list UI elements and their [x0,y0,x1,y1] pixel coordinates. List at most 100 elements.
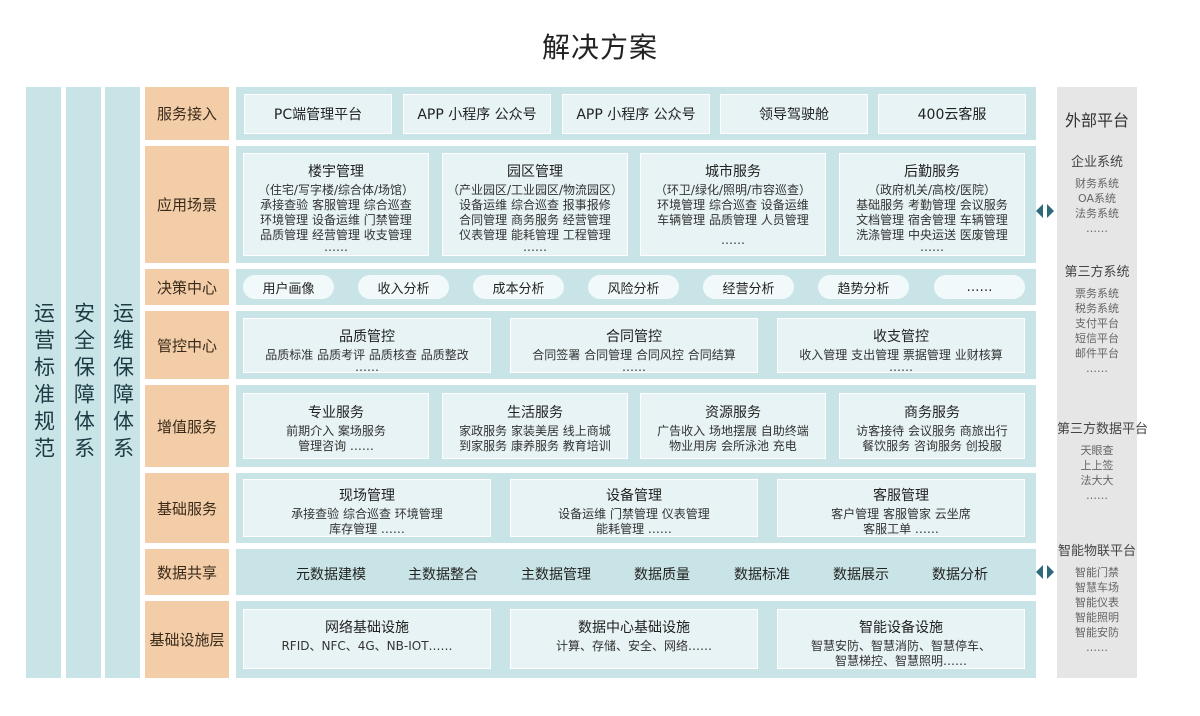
card-line: 智慧梯控、智慧照明…… [834,654,967,668]
card-line: 品质标准 品质考评 品质核查 品质整改 [265,348,469,362]
external-item: 天眼查 [1080,444,1114,457]
double-arrow-icon [1036,204,1054,218]
card-line: 管理咨询 …… [298,439,374,453]
external-group: 企业系统 财务系统 OA系统 法务系统 …… [1057,151,1137,236]
double-arrow-icon [1036,565,1054,579]
card-line: 访客接待 会议服务 商旅出行 [856,424,1008,438]
external-item: 税务系统 [1075,302,1119,315]
external-item: …… [1086,222,1108,235]
card-line: 承接查验 客服管理 综合巡查 [260,198,412,212]
left-column-maintenance: 运维保障体系 [105,87,140,678]
card-title: 生活服务 [507,405,563,421]
card-title: 楼宇管理 [308,164,364,180]
card-line: 计算、存储、安全、网络…… [555,639,712,653]
external-platform-panel: 外部平台 企业系统 财务系统 OA系统 法务系统 …… 第三方系统 票务系统 税… [1057,87,1148,678]
app-scene-card: 园区管理 （产业园区/工业园区/物流园区） 设备运维 综合巡查 报事报修 合同管… [442,153,628,256]
card-line: 餐饮服务 咨询服务 创投服 [862,439,1002,453]
service-access-item: 领导驾驶舱 [720,94,868,134]
card-line: 洗涤管理 中央运送 医废管理 [856,228,1008,242]
card-line: 环境管理 设备运维 门禁管理 [260,213,412,227]
external-item: …… [1086,362,1108,375]
row-data-share [236,549,1036,595]
data-share-item: 数据展示 [833,567,889,583]
infra-card: 智能设备设施 智慧安防、智慧消防、智慧停车、 智慧梯控、智慧照明…… [777,609,1025,669]
decision-item: 趋势分析 [818,275,909,299]
card-line: 家政服务 家装美居 线上商城 [459,424,611,438]
card-line: 智慧安防、智慧消防、智慧停车、 [810,639,991,653]
card-line: 品质管理 经营管理 收支管理 [260,228,412,242]
card-more: …… [355,360,379,374]
external-item: 智能照明 [1075,611,1119,624]
card-line: 设备运维 综合巡查 报事报修 [459,198,611,212]
card-line: 收入管理 支出管理 票据管理 业财核算 [799,348,1003,362]
card-line: 环境管理 综合巡查 设备运维 [657,198,809,212]
service-access-item: APP 小程序 公众号 [562,94,710,134]
value-added-card: 专业服务 前期介入 案场服务 管理咨询 …… [243,393,429,459]
external-item: 短信平台 [1075,332,1119,345]
card-subtitle: （住宅/写字楼/综合体/场馆） [257,183,415,197]
data-share-item: 数据质量 [634,567,690,583]
card-line: 仪表管理 能耗管理 工程管理 [459,228,611,242]
row-label-infra: 基础设施层 [145,601,229,678]
card-line: 合同管理 商务服务 经营管理 [459,213,611,227]
value-added-card: 生活服务 家政服务 家装美居 线上商城 到家服务 康养服务 教育培训 [442,393,628,459]
card-line: 车辆管理 品质管理 人员管理 [657,213,809,227]
card-line: 客户管理 客服管家 云坐席 [831,507,971,521]
data-share-item: 主数据整合 [408,567,478,583]
card-title: 设备管理 [606,488,662,504]
external-title: 外部平台 [1064,111,1129,130]
card-title: 资源服务 [705,405,761,421]
card-more: …… [622,360,646,374]
card-more: …… [324,240,348,254]
basic-service-card: 现场管理 承接查验 综合巡查 环境管理 库存管理 …… [243,479,491,537]
decision-item: 成本分析 [473,275,564,299]
external-group: 第三方系统 票务系统 税务系统 支付平台 短信平台 邮件平台 …… [1057,261,1137,376]
card-title: 品质管控 [339,329,395,345]
external-item: 智能安防 [1075,626,1119,639]
control-card: 合同管控 合同签署 合同管理 合同风控 合同结算 …… [510,318,758,373]
row-label-value-added: 增值服务 [145,385,229,467]
row-label-service-access: 服务接入 [145,87,229,140]
external-item: 财务系统 [1075,177,1119,190]
card-title: 网络基础设施 [325,620,409,636]
card-line: 到家服务 康养服务 教育培训 [459,439,611,453]
external-item: 智能门禁 [1075,566,1119,579]
decision-item: 经营分析 [703,275,794,299]
left-column-operations-standards: 运营标准规范 [26,87,61,678]
value-added-card: 商务服务 访客接待 会议服务 商旅出行 餐饮服务 咨询服务 创投服 [839,393,1025,459]
infra-card: 数据中心基础设施 计算、存储、安全、网络…… [510,609,758,669]
external-item: 智能仪表 [1075,596,1119,609]
card-line: 广告收入 场地摆展 自助终端 [657,424,809,438]
external-item: …… [1086,489,1108,502]
external-item: 法务系统 [1075,207,1119,220]
decision-item-more: …… [934,275,1025,299]
page-title: 解决方案 [541,31,658,64]
app-scene-card: 楼宇管理 （住宅/写字楼/综合体/场馆） 承接查验 客服管理 综合巡查 环境管理… [243,153,429,256]
external-group: 第三方数据平台 天眼查 上上签 法大大 …… [1057,418,1148,503]
service-access-item: 400云客服 [878,94,1026,134]
app-scene-card: 城市服务 （环卫/绿化/照明/市容巡查） 环境管理 综合巡查 设备运维 车辆管理… [640,153,826,256]
external-group-title: 企业系统 [1070,155,1123,170]
card-more: …… [889,360,913,374]
external-item: …… [1086,641,1108,654]
left-column-label: 安全保障体系 [71,301,96,464]
card-title: 专业服务 [308,405,364,421]
card-title: 数据中心基础设施 [578,620,690,636]
value-added-card: 资源服务 广告收入 场地摆展 自助终端 物业用房 会所泳池 充电 [640,393,826,459]
data-share-item: 主数据管理 [521,567,591,583]
external-group-title: 第三方系统 [1064,265,1130,280]
card-subtitle: （产业园区/工业园区/物流园区） [446,183,624,197]
card-line: 文档管理 宿舍管理 车辆管理 [856,213,1008,227]
external-item: 邮件平台 [1075,347,1119,360]
external-item: OA系统 [1078,192,1116,205]
card-line: 设备运维 门禁管理 仪表管理 [558,507,710,521]
left-column-label: 运维保障体系 [110,301,135,464]
card-title: 客服管理 [873,488,929,504]
decision-item: 用户画像 [243,275,334,299]
card-line: 前期介入 案场服务 [286,424,386,438]
app-scene-card: 后勤服务 （政府机关/高校/医院） 基础服务 考勤管理 会议服务 文档管理 宿舍… [839,153,1025,256]
card-line: 客服工单 …… [863,522,939,536]
card-line: 库存管理 …… [329,522,405,536]
data-share-item: 数据分析 [932,567,988,583]
control-card: 品质管控 品质标准 品质考评 品质核查 品质整改 …… [243,318,491,373]
